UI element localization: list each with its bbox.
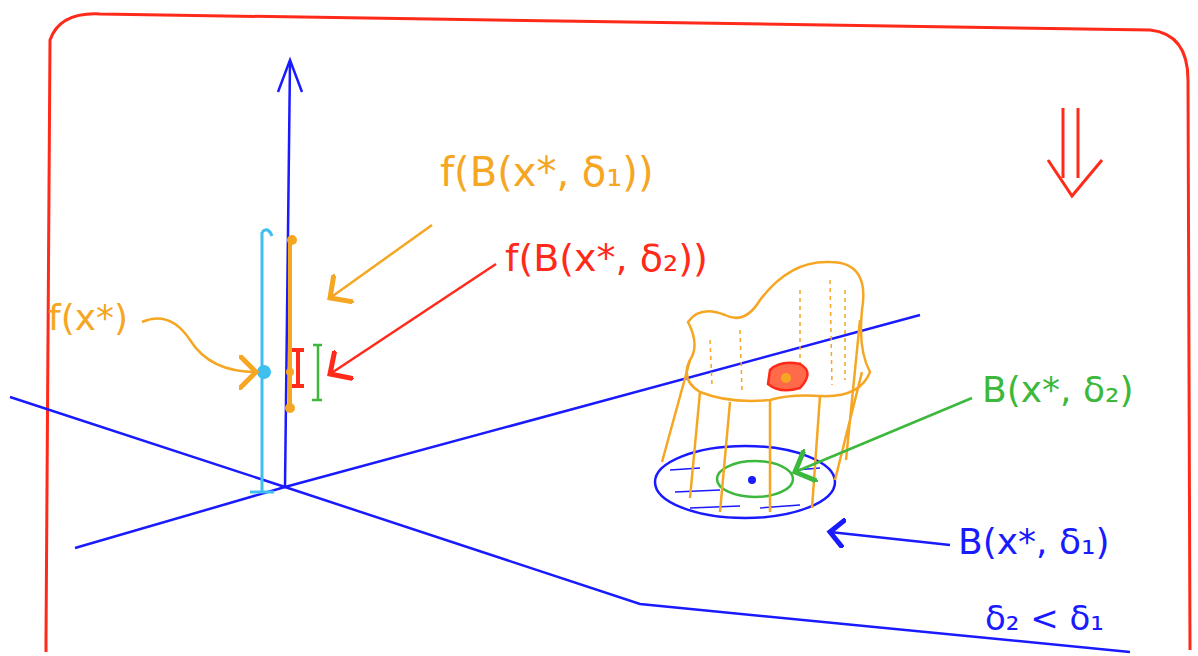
leader-line [330, 264, 496, 374]
frame [46, 14, 1190, 652]
point [287, 235, 297, 245]
implies-arrow [1048, 108, 1102, 196]
leader-line [830, 532, 950, 545]
point [286, 368, 294, 376]
leader-line [795, 398, 972, 472]
graph-surface [662, 262, 870, 512]
surface-shading [710, 280, 845, 390]
math-label: B(x*, δ₂) [982, 370, 1133, 410]
math-label: f(B(x*, δ₂)) [505, 238, 708, 280]
axes [10, 60, 1130, 652]
point [285, 403, 295, 413]
codomain-bracket [250, 230, 274, 492]
point [748, 476, 756, 484]
point [781, 373, 791, 383]
leader-line [330, 225, 432, 298]
leader-line [142, 319, 256, 372]
math-label: f(x*) [48, 298, 128, 338]
image-interval [288, 240, 292, 408]
ball [655, 446, 835, 518]
ball [717, 461, 793, 497]
image-patch [768, 363, 808, 390]
bracket [312, 345, 322, 400]
math-label: f(B(x*, δ₁)) [440, 150, 654, 194]
math-label: B(x*, δ₁) [958, 522, 1109, 562]
math-label: δ₂ < δ₁ [985, 600, 1104, 637]
point [257, 365, 271, 379]
image-interval [292, 350, 304, 386]
